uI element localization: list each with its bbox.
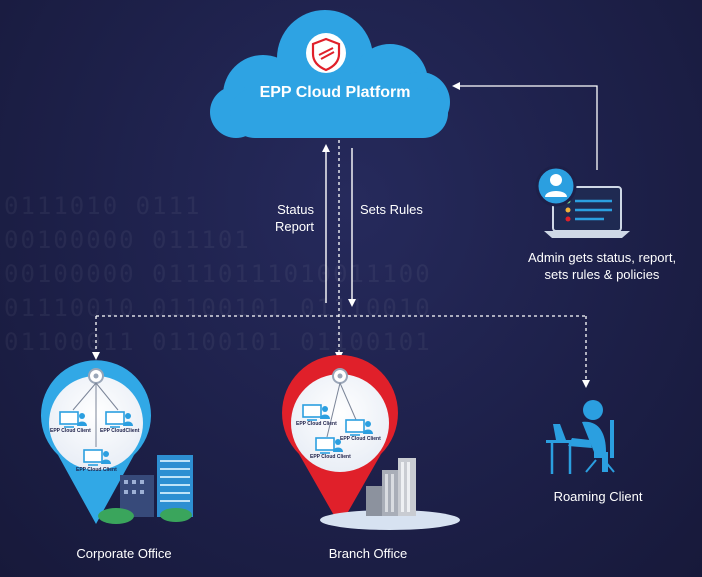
status-report-label: Status Report	[272, 201, 314, 235]
client-monitor-icon	[302, 404, 330, 421]
cloud-platform-title: EPP Cloud Platform	[259, 84, 411, 101]
client-label: EPP Cloud Client	[340, 436, 381, 442]
client-label: EPP Cloud Client	[310, 454, 351, 460]
client-label: EPP Cloud Client	[76, 467, 117, 473]
background-binary-row: 0111010 0111	[4, 192, 202, 220]
corporate-buildings-icon	[98, 455, 193, 524]
cloud-shape	[210, 10, 450, 138]
admin-avatar-icon	[535, 165, 577, 207]
background-binary-row: 01110010 01100101 01110010	[4, 294, 432, 322]
corporate-office-pin	[40, 360, 152, 524]
client-monitor-icon	[315, 437, 343, 454]
background-binary-row: 01100011 01100101 01100101	[4, 328, 432, 356]
corporate-office-label: Corporate Office	[76, 546, 172, 561]
client-label: EPP Cloud Client	[50, 428, 91, 434]
client-label: EPP Cloud Client	[296, 421, 337, 427]
client-monitor-icon	[345, 419, 373, 436]
client-monitor-icon	[105, 411, 133, 428]
admin-description: Admin gets status, report, sets rules & …	[502, 249, 702, 283]
admin-line1: Admin gets status, report,	[527, 250, 677, 265]
client-monitor-icon	[59, 411, 87, 428]
roaming-client-label: Roaming Client	[553, 489, 643, 504]
sets-rules-label: Sets Rules	[360, 202, 423, 217]
branch-office-label: Branch Office	[328, 546, 408, 561]
status-report-line2: Report	[274, 219, 314, 234]
branch-buildings-icon	[320, 458, 460, 530]
background-binary-row: 00100000 01110111010011100	[4, 260, 432, 288]
admin-to-cloud-arrow	[452, 82, 598, 170]
client-monitor-icon	[83, 449, 111, 466]
distribution-dashed-lines	[92, 315, 590, 388]
admin-line2: sets rules & policies	[544, 267, 660, 282]
client-label: EPP CloudClient	[100, 428, 140, 434]
background-binary-row: 00100000 011101	[4, 226, 251, 254]
status-report-line1: Status	[277, 202, 314, 217]
roaming-client-icon	[546, 400, 615, 474]
shield-logo-icon	[306, 33, 346, 73]
